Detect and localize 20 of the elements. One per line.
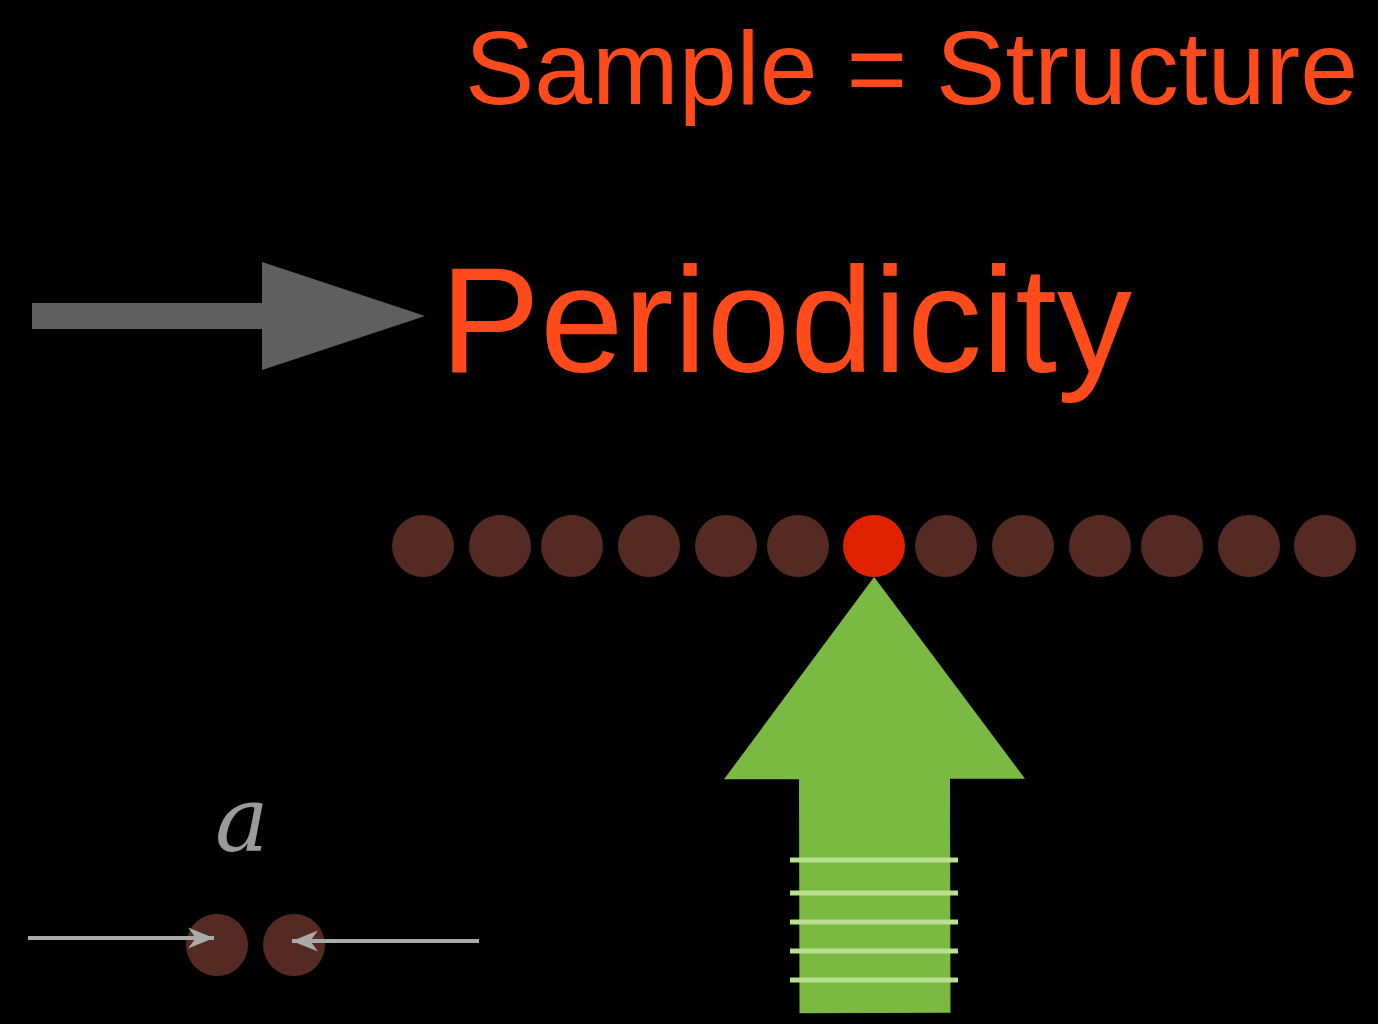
atom-circle xyxy=(1069,515,1131,577)
title: Sample = Structure xyxy=(464,9,1358,128)
atom-circle xyxy=(618,515,680,577)
atom-circle xyxy=(1218,515,1280,577)
atom-circle xyxy=(541,515,603,577)
highlighted-atom-circle xyxy=(843,515,905,577)
beam-arrow xyxy=(724,577,1025,1014)
atom-circle xyxy=(695,515,757,577)
atom-circle xyxy=(1141,515,1203,577)
dimension-label: a xyxy=(215,770,269,870)
atom-circle xyxy=(263,914,325,976)
atom-circle xyxy=(992,515,1054,577)
atom-circle xyxy=(392,515,454,577)
atom-circle xyxy=(1294,515,1356,577)
heading-text: Periodicity xyxy=(440,225,1240,415)
atom-circle xyxy=(186,914,248,976)
atom-circle xyxy=(469,515,531,577)
atom-circle xyxy=(767,515,829,577)
atom-circle xyxy=(915,515,977,577)
arrow xyxy=(32,262,425,370)
